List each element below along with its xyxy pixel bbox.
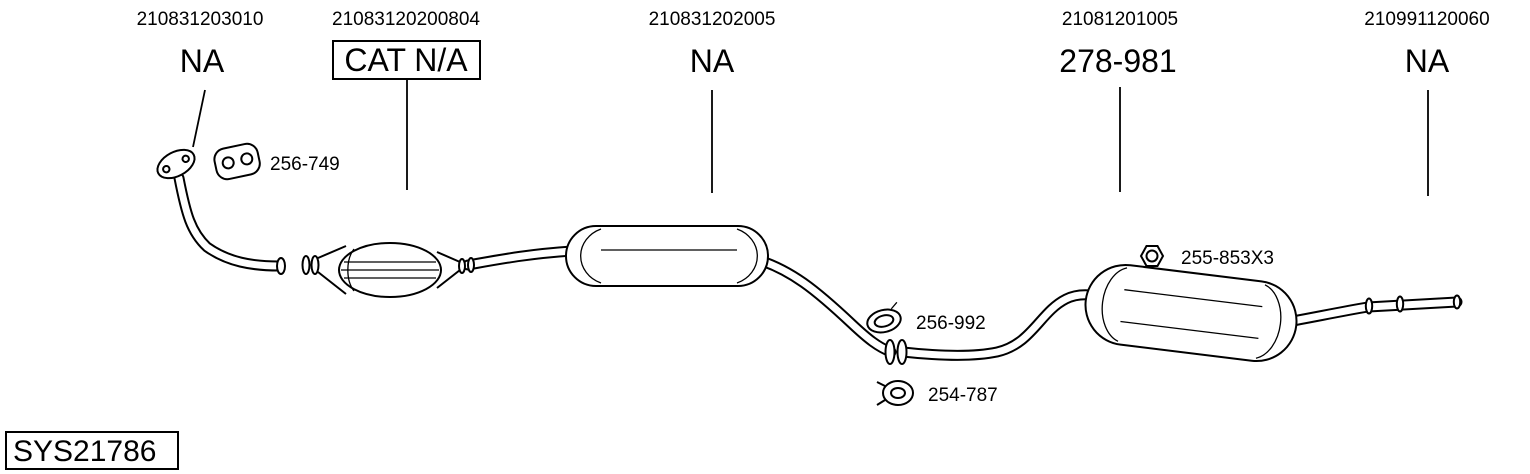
rear-muffler-detail [1101, 267, 1282, 359]
section-ref-4: 21081201005 [1062, 9, 1178, 30]
outlet-ring [467, 257, 475, 273]
tailpipe-open-end [1452, 294, 1462, 310]
section-ref-1: 210831203010 [137, 9, 264, 30]
section-label-na-3: NA [1405, 43, 1450, 79]
callout-part-254-787[interactable]: 254-787 [928, 385, 998, 406]
pipe-clamp-icon [876, 380, 914, 406]
section-refs: 210831203010 21083120200804 210831202005… [137, 9, 1490, 30]
gasket-hole [221, 156, 235, 170]
middle-muffler [565, 225, 769, 287]
coupling-ring [1395, 295, 1405, 313]
callout-part-255-853x3[interactable]: 255-853X3 [1181, 248, 1274, 269]
clamp-ring-icon [866, 301, 902, 334]
tailpipe-coupling [1364, 294, 1462, 315]
section-label-na-1: NA [180, 43, 225, 79]
cat-label-box [332, 40, 481, 80]
section-ref-5: 210991120060 [1364, 9, 1489, 30]
inlet-ring [301, 255, 311, 275]
bolt-hole [181, 154, 190, 164]
bolt-hole [162, 164, 171, 174]
section-labels: NA CAT N/A NA 278-981 NA [180, 40, 1450, 80]
leader-lines [192, 79, 1429, 196]
gasket-plate [213, 142, 261, 181]
outlet-ring [458, 258, 466, 274]
cat-to-muffler-pipe [464, 247, 576, 269]
gasket-icon [213, 142, 261, 181]
gasket-hole [240, 152, 254, 166]
clamp-ring-tab [890, 301, 898, 310]
nut-hole [1145, 249, 1159, 263]
outlet-cone [436, 251, 461, 289]
part-callouts: 256-749 256-992 254-787 255-853X3 [270, 154, 1274, 406]
joint-to-rear-muffler-pipe [899, 291, 1116, 359]
callout-part-256-992[interactable]: 256-992 [916, 313, 986, 334]
callout-part-256-749[interactable]: 256-749 [270, 154, 340, 175]
clamp-bolts [876, 381, 886, 406]
system-code-box [5, 431, 179, 470]
middle-muffler-detail [580, 228, 758, 284]
pipe-flange-joint [884, 339, 908, 365]
clamp-inner [890, 387, 906, 399]
middle-muffler-body [565, 225, 769, 287]
inlet-cone [317, 245, 347, 295]
system-code-label: SYS21786 [13, 435, 156, 468]
section-ref-2: 21083120200804 [332, 9, 480, 30]
muffler-to-joint-pipe [748, 254, 895, 356]
section-ref-3: 210831202005 [649, 9, 776, 30]
section-label-cat: CAT N/A [344, 42, 468, 78]
coupling-ring [1364, 297, 1374, 315]
cat-body-detail [341, 248, 439, 292]
front-pipe-flange [156, 148, 286, 275]
joint-flange [884, 339, 896, 365]
catalytic-converter [301, 242, 475, 298]
clamp-ring-inner [873, 314, 895, 328]
rear-muffler [1084, 263, 1298, 363]
flange-plate [156, 148, 196, 180]
section-label-part-278-981[interactable]: 278-981 [1059, 43, 1176, 79]
section-label-na-2: NA [690, 43, 735, 79]
pipe-end-flare [276, 257, 286, 275]
inlet-ring [310, 255, 320, 275]
leader-line-section-1 [192, 89, 206, 148]
front-downpipe [175, 174, 283, 270]
hex-nut-icon [1139, 245, 1165, 267]
system-code: SYS21786 [5, 431, 179, 470]
joint-flange [896, 339, 908, 365]
